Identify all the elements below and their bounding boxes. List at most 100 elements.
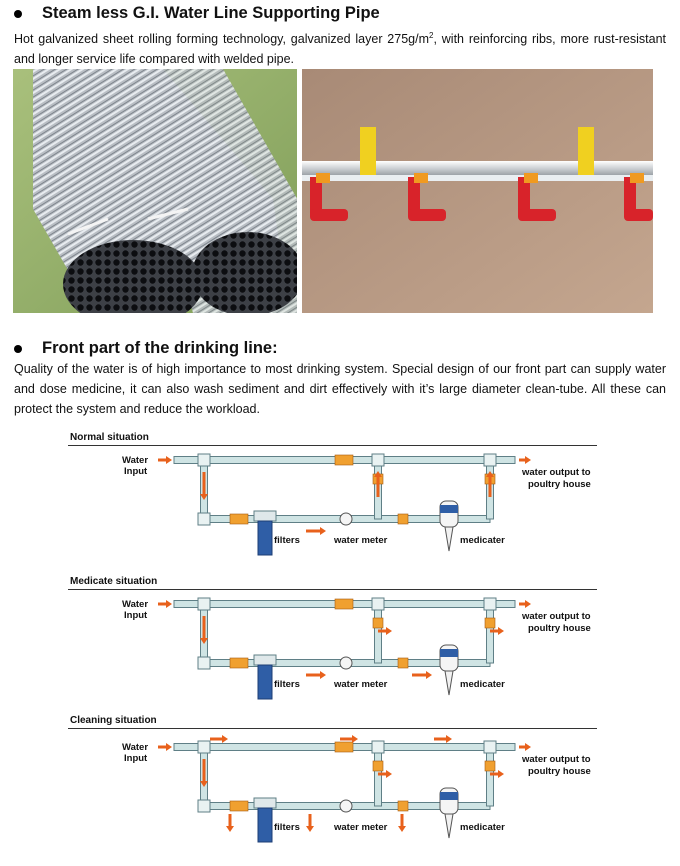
valve-icon bbox=[229, 800, 249, 812]
filters-label: filters bbox=[274, 535, 300, 546]
elbow-fitting bbox=[197, 799, 211, 813]
diagram-title-medicate: Medicate situation bbox=[70, 576, 158, 587]
medicater-label: medicater bbox=[460, 679, 505, 690]
filter-head bbox=[253, 797, 277, 809]
tee-fitting bbox=[371, 597, 385, 611]
flow-arrow-icon bbox=[340, 735, 358, 743]
medicater-band bbox=[440, 792, 458, 800]
medicater-tip bbox=[444, 813, 454, 839]
tee-fitting bbox=[197, 453, 211, 467]
bullet-icon bbox=[14, 344, 22, 353]
inlet-label: Water bbox=[122, 599, 148, 610]
pipe bbox=[374, 746, 382, 807]
flow-arrow-icon bbox=[378, 627, 392, 635]
valve-icon bbox=[484, 617, 496, 629]
tee-fitting bbox=[483, 740, 497, 754]
filters-label: filters bbox=[274, 679, 300, 690]
valve-icon bbox=[397, 657, 409, 669]
filter-icon bbox=[257, 664, 273, 700]
tee-fitting bbox=[371, 740, 385, 754]
valve-icon bbox=[229, 513, 249, 525]
inlet-label: Water bbox=[122, 742, 148, 753]
flow-arrow-icon bbox=[486, 471, 494, 497]
valve-icon bbox=[372, 760, 384, 772]
flow-arrow-icon bbox=[200, 616, 208, 644]
medicater-body bbox=[439, 500, 459, 528]
pipe bbox=[486, 603, 494, 664]
flow-arrow-icon bbox=[398, 814, 406, 832]
section-heading-front-part: Front part of the drinking line: bbox=[14, 339, 278, 358]
flow-arrow-icon bbox=[158, 600, 172, 608]
valve-icon bbox=[334, 454, 354, 466]
medicater-label: medicater bbox=[460, 822, 505, 833]
medicater-band bbox=[440, 649, 458, 657]
water-meter-label: water meter bbox=[333, 679, 388, 690]
flow-arrow-icon bbox=[519, 600, 531, 608]
valve-icon bbox=[372, 617, 384, 629]
flow-arrow-icon bbox=[200, 759, 208, 787]
valve-icon bbox=[397, 513, 409, 525]
diagram-title-cleaning: Cleaning situation bbox=[70, 715, 157, 726]
section-heading-pipe: Steam less G.I. Water Line Supporting Pi… bbox=[14, 4, 380, 23]
flow-arrow-icon bbox=[306, 527, 326, 535]
flow-arrow-icon bbox=[210, 735, 228, 743]
inlet-label: Input bbox=[124, 466, 148, 477]
heading-text: Steam less G.I. Water Line Supporting Pi… bbox=[42, 4, 380, 22]
tee-fitting bbox=[371, 453, 385, 467]
filter-icon bbox=[257, 520, 273, 556]
pipe-description: Hot galvanized sheet rolling forming tec… bbox=[14, 31, 667, 67]
drinking-line-photo bbox=[302, 69, 653, 313]
flow-arrow-icon bbox=[519, 456, 531, 464]
medicater-body bbox=[439, 644, 459, 672]
flow-arrow-icon bbox=[200, 472, 208, 500]
medicater-tip bbox=[444, 670, 454, 696]
outlet-label: poultry house bbox=[528, 766, 591, 777]
inlet-label: Input bbox=[124, 753, 148, 764]
filter-head bbox=[253, 510, 277, 522]
divider bbox=[68, 445, 597, 446]
outlet-label: water output to bbox=[521, 467, 591, 478]
elbow-fitting bbox=[197, 512, 211, 526]
filter-head bbox=[253, 654, 277, 666]
heading-text: Front part of the drinking line: bbox=[42, 339, 278, 357]
flow-arrow-icon bbox=[158, 456, 172, 464]
filters-label: filters bbox=[274, 822, 300, 833]
tee-fitting bbox=[483, 453, 497, 467]
divider bbox=[68, 728, 597, 729]
flow-arrow-icon bbox=[374, 471, 382, 497]
valve-icon bbox=[397, 800, 409, 812]
divider bbox=[68, 589, 597, 590]
tee-fitting bbox=[197, 740, 211, 754]
valve-icon bbox=[334, 741, 354, 753]
valve-icon bbox=[229, 657, 249, 669]
tee-fitting bbox=[483, 597, 497, 611]
flow-arrow-icon bbox=[490, 770, 504, 778]
medicater-label: medicater bbox=[460, 535, 505, 546]
flow-arrow-icon bbox=[378, 770, 392, 778]
medicater-body bbox=[439, 787, 459, 815]
diagram-title-normal: Normal situation bbox=[70, 432, 149, 443]
water-meter-icon bbox=[339, 656, 353, 670]
bullet-icon bbox=[14, 9, 22, 18]
flow-arrow-icon bbox=[158, 743, 172, 751]
water-meter-label: water meter bbox=[333, 535, 388, 546]
flow-arrow-icon bbox=[412, 671, 432, 679]
valve-icon bbox=[334, 598, 354, 610]
water-meter-icon bbox=[339, 799, 353, 813]
pipe bbox=[374, 603, 382, 664]
outlet-label: water output to bbox=[521, 754, 591, 765]
flow-arrow-icon bbox=[306, 671, 326, 679]
tee-fitting bbox=[197, 597, 211, 611]
flow-arrow-icon bbox=[519, 743, 531, 751]
medicater-tip bbox=[444, 526, 454, 552]
water-meter-icon bbox=[339, 512, 353, 526]
outlet-label: poultry house bbox=[528, 623, 591, 634]
flow-arrow-icon bbox=[434, 735, 452, 743]
pipe-bundle-photo bbox=[13, 69, 297, 313]
inlet-label: Input bbox=[124, 610, 148, 621]
front-part-description: Quality of the water is of high importan… bbox=[14, 362, 666, 416]
filter-icon bbox=[257, 807, 273, 843]
